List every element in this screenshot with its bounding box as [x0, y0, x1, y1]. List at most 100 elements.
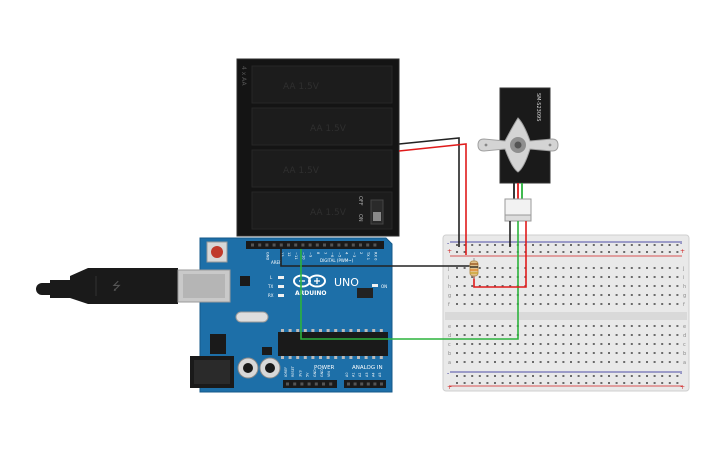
terminal-hole[interactable]: [661, 325, 664, 327]
analog-pin-hole[interactable]: [347, 382, 350, 386]
rail-hole[interactable]: [554, 251, 557, 253]
terminal-hole[interactable]: [615, 352, 618, 354]
terminal-hole[interactable]: [532, 343, 534, 345]
terminal-hole[interactable]: [668, 276, 671, 278]
terminal-hole[interactable]: [539, 276, 542, 278]
servo-motor[interactable]: SM-S2309S: [477, 87, 559, 222]
rail-hole[interactable]: [623, 251, 626, 253]
rail-hole[interactable]: [585, 251, 588, 253]
rail-hole[interactable]: [456, 382, 458, 384]
rail-hole[interactable]: [539, 382, 542, 384]
terminal-hole[interactable]: [524, 294, 527, 296]
rail-hole[interactable]: [478, 382, 481, 384]
terminal-hole[interactable]: [524, 343, 527, 345]
terminal-hole[interactable]: [577, 294, 580, 296]
terminal-hole[interactable]: [478, 294, 481, 296]
power-pin-hole[interactable]: [322, 382, 325, 386]
rail-hole[interactable]: [646, 244, 648, 246]
rail-hole[interactable]: [562, 244, 565, 246]
terminal-hole[interactable]: [608, 276, 610, 278]
rail-hole[interactable]: [676, 375, 679, 377]
rail-hole[interactable]: [509, 375, 512, 377]
terminal-hole[interactable]: [653, 303, 656, 305]
rail-hole[interactable]: [600, 244, 603, 246]
terminal-hole[interactable]: [676, 303, 679, 305]
terminal-hole[interactable]: [547, 294, 550, 296]
terminal-hole[interactable]: [570, 334, 572, 336]
terminal-hole[interactable]: [592, 343, 595, 345]
digital-pin-hole[interactable]: [294, 243, 298, 247]
wire-battery-negative[interactable]: [398, 137, 460, 247]
terminal-hole[interactable]: [509, 294, 512, 296]
terminal-hole[interactable]: [562, 361, 565, 363]
analog-pin-hole[interactable]: [373, 382, 377, 386]
rail-hole[interactable]: [471, 251, 474, 253]
terminal-hole[interactable]: [547, 325, 550, 327]
terminal-hole[interactable]: [463, 267, 466, 269]
terminal-hole[interactable]: [478, 361, 481, 363]
rail-hole[interactable]: [486, 382, 489, 384]
rail-hole[interactable]: [600, 382, 603, 384]
terminal-hole[interactable]: [653, 325, 656, 327]
rail-hole[interactable]: [562, 382, 565, 384]
terminal-hole[interactable]: [577, 285, 580, 287]
terminal-hole[interactable]: [562, 334, 565, 336]
terminal-hole[interactable]: [676, 285, 679, 287]
terminal-hole[interactable]: [547, 334, 550, 336]
terminal-hole[interactable]: [646, 276, 648, 278]
terminal-hole[interactable]: [494, 303, 496, 305]
battery-pack-4xaa[interactable]: 4 x AA AA 1.5V AA 1.5V AA 1.5V AA 1.5V O…: [236, 58, 400, 237]
terminal-hole[interactable]: [623, 285, 626, 287]
terminal-hole[interactable]: [554, 267, 557, 269]
rail-hole[interactable]: [676, 244, 679, 246]
terminal-hole[interactable]: [615, 334, 618, 336]
terminal-hole[interactable]: [615, 361, 618, 363]
terminal-hole[interactable]: [668, 334, 671, 336]
terminal-hole[interactable]: [524, 325, 527, 327]
terminal-hole[interactable]: [653, 334, 656, 336]
terminal-hole[interactable]: [585, 276, 588, 278]
terminal-hole[interactable]: [539, 285, 542, 287]
terminal-hole[interactable]: [638, 361, 641, 363]
terminal-hole[interactable]: [615, 276, 618, 278]
terminal-hole[interactable]: [562, 325, 565, 327]
terminal-hole[interactable]: [653, 276, 656, 278]
terminal-hole[interactable]: [623, 334, 626, 336]
rail-hole[interactable]: [539, 375, 542, 377]
analog-header[interactable]: [344, 380, 386, 388]
power-pin-hole[interactable]: [300, 382, 304, 386]
digital-pin-hole[interactable]: [323, 243, 326, 247]
terminal-hole[interactable]: [676, 334, 679, 336]
digital-pin-hole[interactable]: [272, 243, 276, 247]
rail-hole[interactable]: [592, 382, 595, 384]
terminal-hole[interactable]: [661, 267, 664, 269]
rail-hole[interactable]: [600, 375, 603, 377]
terminal-hole[interactable]: [630, 303, 633, 305]
power-pin-hole[interactable]: [307, 382, 311, 386]
terminal-hole[interactable]: [524, 303, 527, 305]
terminal-hole[interactable]: [623, 294, 626, 296]
terminal-hole[interactable]: [615, 325, 618, 327]
terminal-hole[interactable]: [539, 334, 542, 336]
terminal-hole[interactable]: [577, 303, 580, 305]
terminal-hole[interactable]: [532, 285, 534, 287]
rail-hole[interactable]: [570, 244, 572, 246]
terminal-hole[interactable]: [532, 361, 534, 363]
rail-hole[interactable]: [463, 251, 466, 253]
rail-hole[interactable]: [630, 251, 633, 253]
terminal-hole[interactable]: [501, 303, 504, 305]
rail-hole[interactable]: [471, 382, 474, 384]
rail-hole[interactable]: [646, 382, 648, 384]
terminal-hole[interactable]: [615, 303, 618, 305]
terminal-hole[interactable]: [600, 285, 603, 287]
terminal-hole[interactable]: [585, 361, 588, 363]
terminal-hole[interactable]: [676, 343, 679, 345]
terminal-hole[interactable]: [592, 352, 595, 354]
terminal-hole[interactable]: [570, 285, 572, 287]
rail-hole[interactable]: [494, 375, 496, 377]
terminal-hole[interactable]: [646, 361, 648, 363]
terminal-hole[interactable]: [577, 334, 580, 336]
terminal-hole[interactable]: [608, 285, 610, 287]
terminal-hole[interactable]: [501, 276, 504, 278]
analog-pin-hole[interactable]: [360, 382, 364, 386]
